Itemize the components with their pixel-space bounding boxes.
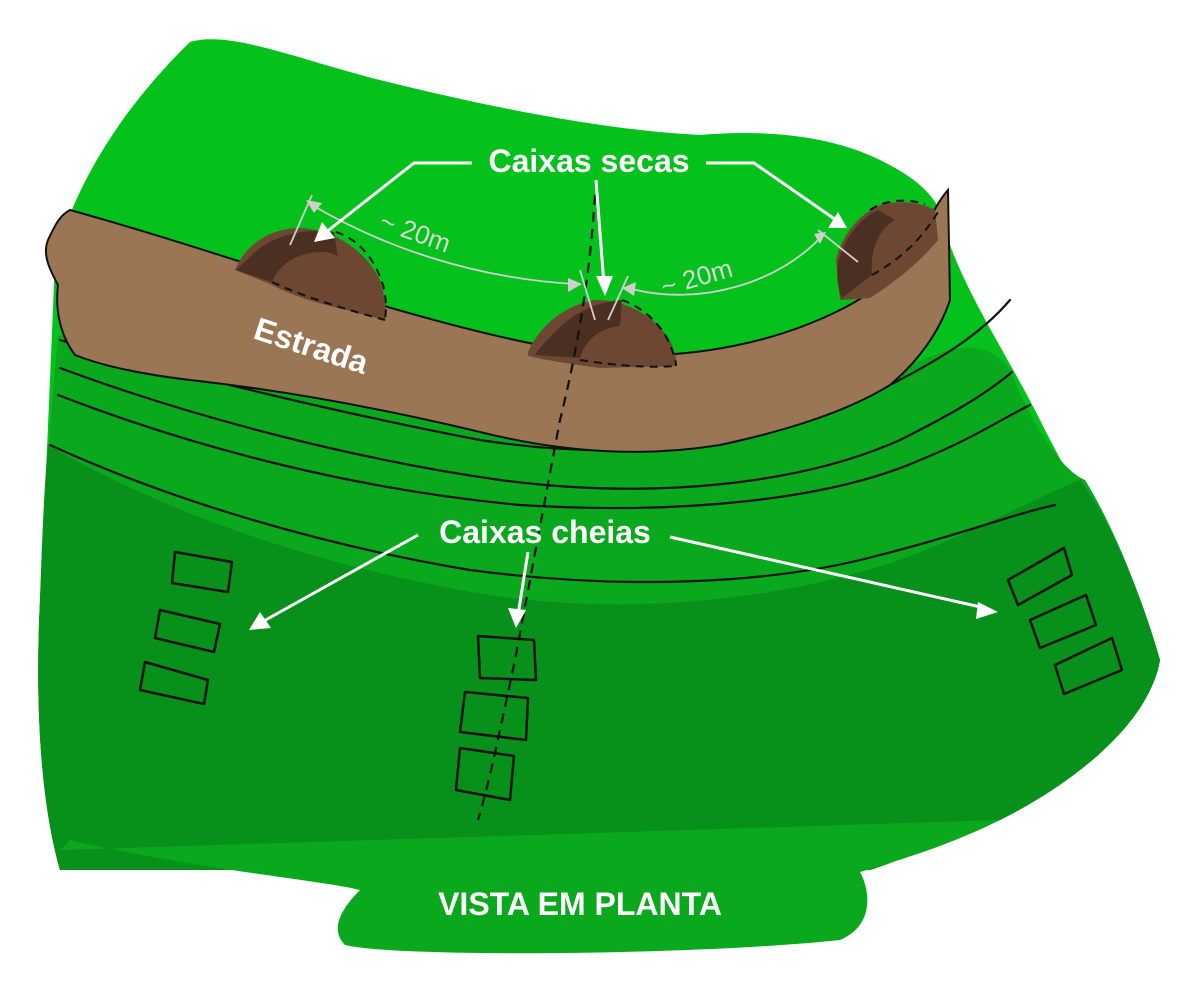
terrain-band-2 <box>38 445 1160 870</box>
full-boxes-label: Caixas cheias <box>439 514 651 550</box>
dry-box-center <box>528 299 677 368</box>
dry-box-right <box>836 199 939 300</box>
callout-lines <box>261 161 986 624</box>
full-boxes-center <box>454 634 538 802</box>
center-axis-line <box>476 194 597 821</box>
full-boxes-right <box>1006 546 1124 696</box>
road <box>44 187 952 453</box>
view-title: VISTA EM PLANTA <box>438 886 722 922</box>
title-tab <box>60 820 1000 954</box>
dry-boxes-label: Caixas secas <box>488 143 689 179</box>
dry-box-left <box>235 228 387 321</box>
callout-arrowheads <box>249 212 998 630</box>
distance-arrowheads <box>306 200 826 296</box>
full-boxes-left <box>138 550 234 706</box>
distance-markers <box>289 194 859 321</box>
